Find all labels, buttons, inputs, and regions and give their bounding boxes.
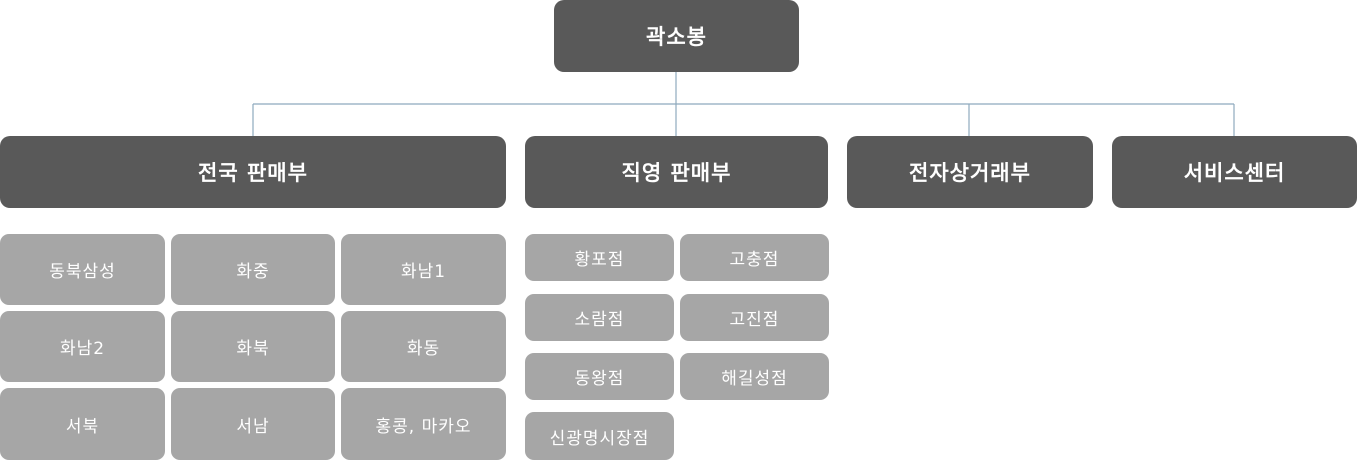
branch-label: 동북삼성 <box>49 262 116 282</box>
branch-label: 서남 <box>236 416 270 437</box>
branch-node: 화남2 <box>0 311 165 382</box>
branch-label: 화남2 <box>59 339 106 359</box>
store-node: 동왕점 <box>525 353 674 400</box>
root-node: 곽소봉 <box>554 0 799 72</box>
dept-label: 전국 판매부 <box>198 161 308 185</box>
dept-national-sales: 전국 판매부 <box>0 136 506 208</box>
dept-service-center: 서비스센터 <box>1112 136 1357 208</box>
store-node: 고진점 <box>680 294 829 341</box>
branch-label: 화남1 <box>400 262 447 282</box>
store-label: 황포점 <box>574 250 625 270</box>
branch-node: 화남1 <box>341 234 506 305</box>
store-node: 신광명시장점 <box>525 412 674 460</box>
dept-direct-sales: 직영 판매부 <box>525 136 828 208</box>
store-label: 소람점 <box>574 310 625 330</box>
root-label: 곽소봉 <box>646 25 707 49</box>
branch-label: 화중 <box>236 262 270 282</box>
branch-node: 화북 <box>171 311 335 382</box>
store-label: 고진점 <box>729 310 780 330</box>
store-node: 고충점 <box>680 234 829 281</box>
dept-ecommerce: 전자상거래부 <box>847 136 1093 208</box>
branch-node: 서북 <box>0 388 165 460</box>
store-node: 황포점 <box>525 234 674 281</box>
dept-label: 전자상거래부 <box>909 161 1031 185</box>
branch-node: 동북삼성 <box>0 234 165 305</box>
dept-label: 서비스센터 <box>1183 161 1286 185</box>
branch-node: 화중 <box>171 234 335 305</box>
store-node: 소람점 <box>525 294 674 341</box>
branch-node: 서남 <box>171 388 335 460</box>
dept-label: 직영 판매부 <box>621 161 732 185</box>
branch-label: 서북 <box>65 416 100 437</box>
store-label: 고충점 <box>729 250 780 270</box>
store-label: 해길성점 <box>721 369 788 389</box>
store-label: 동왕점 <box>574 369 625 389</box>
branch-label: 화북 <box>236 339 270 359</box>
branch-label: 홍콩, 마카오 <box>375 416 472 437</box>
branch-node: 화동 <box>341 311 506 382</box>
branch-node: 홍콩, 마카오 <box>341 388 506 460</box>
store-label: 신광명시장점 <box>549 428 650 449</box>
branch-label: 화동 <box>406 339 441 359</box>
store-node: 해길성점 <box>680 353 829 400</box>
